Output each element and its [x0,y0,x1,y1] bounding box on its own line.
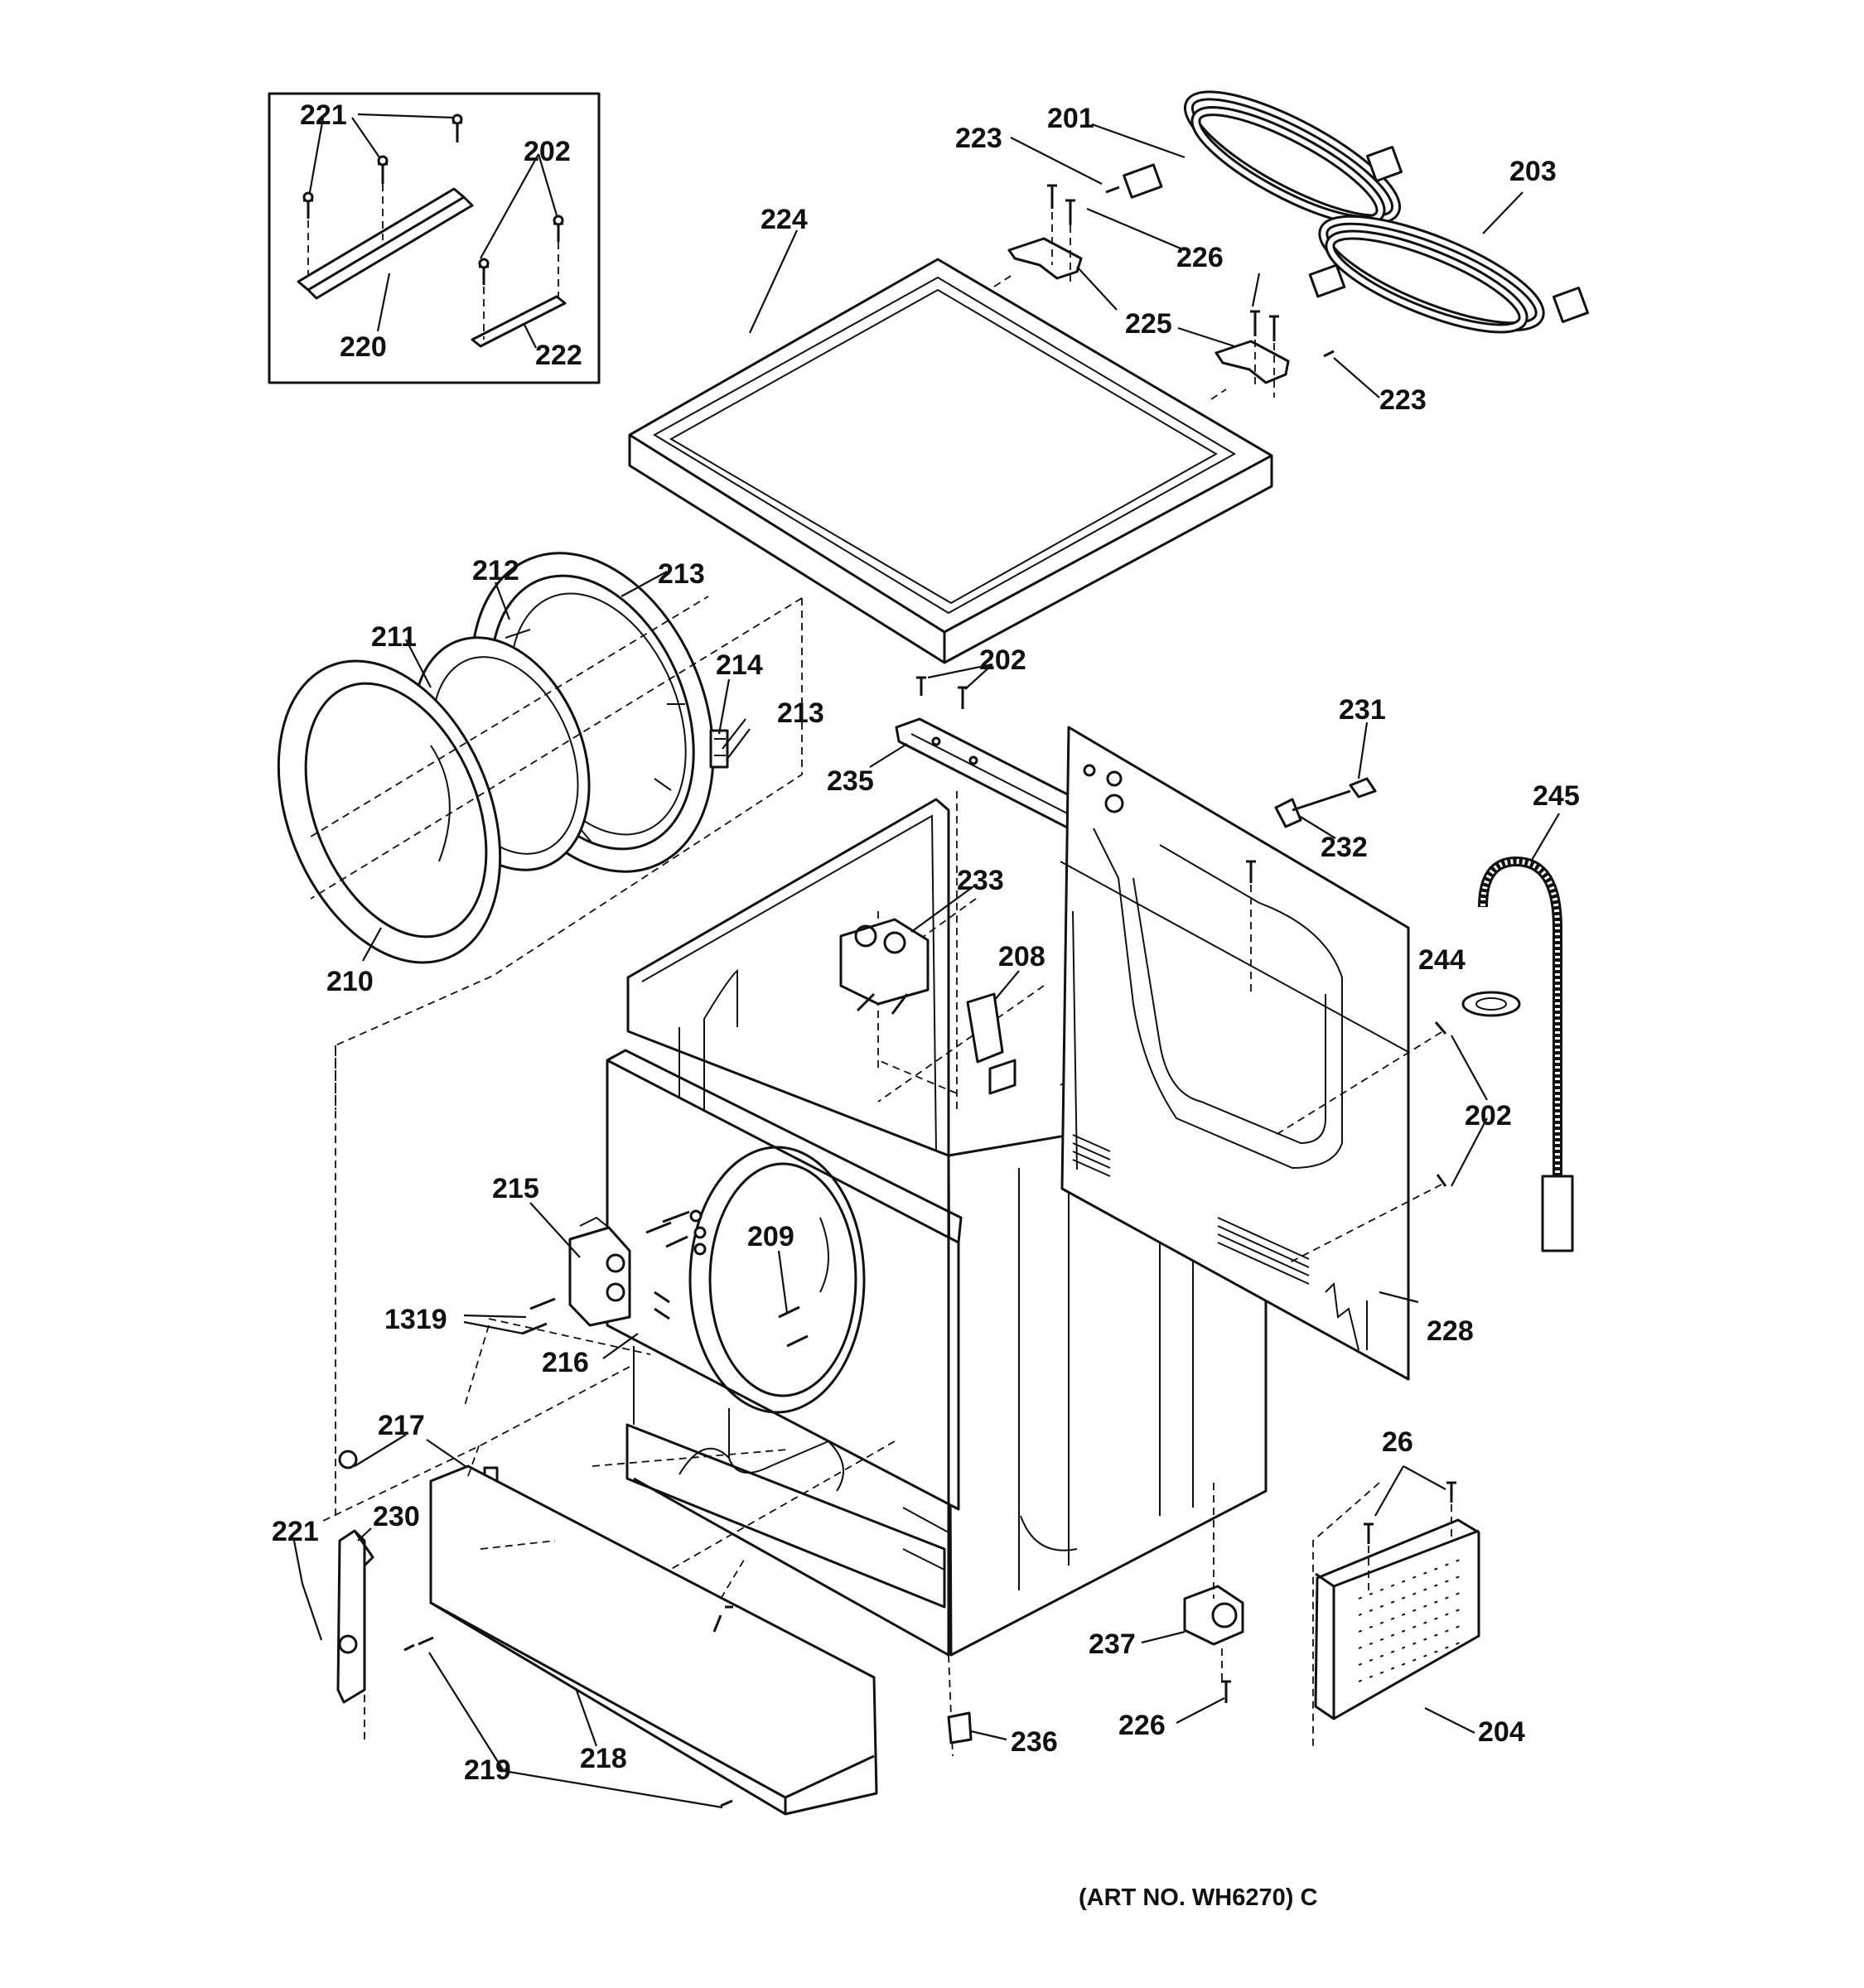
callout-228: 228 [1427,1315,1474,1347]
cabinet-body [322,791,1268,1757]
callout-209: 209 [747,1221,794,1252]
callout-216: 216 [542,1347,589,1378]
callout-225: 225 [1125,308,1172,340]
drain-hose-245 [1478,813,1574,1252]
water-valve-233 [839,884,977,1015]
door-assembly [277,552,803,1740]
gasket-244 [1461,991,1521,1017]
callout-202: 202 [979,644,1026,676]
callout-203: 203 [1509,156,1557,187]
callout-235: 235 [827,765,874,797]
screws-221-inset [302,113,564,285]
callout-218: 218 [580,1743,627,1774]
callout-217: 217 [378,1410,425,1441]
callout-214: 214 [716,649,763,681]
inlet-hose-203 [1308,191,1590,334]
bracket-222 [471,295,567,348]
mounting-brackets-225 [993,137,1380,400]
art-number: (ART NO. WH6270) C [1079,1884,1317,1911]
callout-223: 223 [955,123,1002,154]
callout-220: 220 [340,331,387,363]
callout-202: 202 [524,136,571,167]
pressure-switch-208 [966,970,1020,1095]
callout-213: 213 [777,697,824,729]
leveling-foot-236 [947,1711,1007,1744]
bracket-220 [297,187,474,300]
callout-232: 232 [1321,832,1368,863]
inlet-hose-201 [1091,90,1403,225]
screws-1319 [521,1209,809,1348]
callout-labels: 201 203 223 223 224 226 225 221 202 220 … [272,99,1580,1786]
callout-211: 211 [371,621,417,653]
rear-panel-228 [1060,721,1488,1381]
callout-231: 231 [1339,694,1386,726]
base-parts [292,1434,878,1816]
callout-26: 26 [1382,1426,1413,1458]
callout-223: 223 [1379,384,1427,416]
callout-215: 215 [492,1173,539,1204]
callout-221: 221 [272,1516,319,1547]
callout-233: 233 [957,865,1004,896]
callout-201: 201 [1047,103,1094,134]
callout-222: 222 [535,340,582,371]
callout-230: 230 [373,1501,420,1532]
callout-224: 224 [761,204,808,235]
callout-213: 213 [658,558,705,590]
pump-valve-237 [1141,1483,1244,1724]
top-panel-224 [628,229,1273,664]
callout-237: 237 [1089,1629,1136,1660]
callout-245: 245 [1533,780,1580,812]
callout-212: 212 [472,555,519,586]
callout-219: 219 [464,1754,511,1786]
callout-210: 210 [326,966,374,997]
callout-221: 221 [300,99,347,131]
callout-236: 236 [1011,1726,1058,1758]
callout-202: 202 [1465,1100,1512,1132]
callout-204: 204 [1478,1716,1525,1748]
callout-244: 244 [1418,944,1466,976]
inset-detail-box [268,92,601,384]
callout-208: 208 [998,941,1045,972]
callout-1319: 1319 [384,1304,447,1335]
callout-226: 226 [1118,1710,1166,1741]
callout-226: 226 [1176,242,1224,273]
cover-204 [1312,1465,1480,1748]
